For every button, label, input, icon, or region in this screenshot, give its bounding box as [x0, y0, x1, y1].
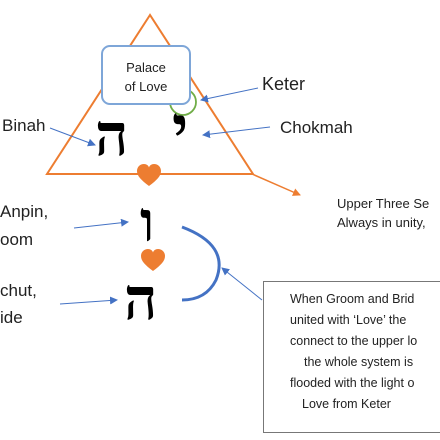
union-note-box: When Groom and Brid united with ‘Love’ t…: [263, 281, 440, 433]
keter-arrow: [200, 87, 259, 103]
heart-upper: [137, 164, 161, 186]
letter-he-upper: ה: [95, 101, 129, 169]
note-line-5: flooded with the light o: [290, 376, 415, 390]
chokmah-label: Chokmah: [280, 118, 353, 137]
upper-three-arrow: [251, 173, 301, 196]
zeir-anpin-label-line1: Anpin,: [0, 202, 49, 221]
zeir-anpin-label-line2: oom: [0, 230, 34, 249]
malchut-arrow: [59, 296, 118, 305]
note-line-3: connect to the upper lo: [290, 334, 418, 348]
note-line-6: Love from Keter: [302, 397, 391, 411]
palace-label-line2: of Love: [124, 79, 168, 94]
binah-label: Binah: [2, 116, 46, 135]
palace-of-love-box: Palace of Love: [101, 45, 191, 105]
union-arc: [181, 225, 221, 302]
malchut-label-line1: chut,: [0, 281, 37, 300]
note-line-2: united with ‘Love’ the: [290, 313, 407, 327]
heart-lower: [141, 249, 165, 271]
upper-three-label-line2: Always in unity,: [337, 215, 426, 230]
note-line-1: When Groom and Brid: [290, 292, 415, 306]
palace-label-line1: Palace: [126, 60, 166, 75]
keter-label: Keter: [262, 74, 306, 94]
letter-yod: י: [172, 92, 189, 165]
upper-three-label-line1: Upper Three Se: [337, 196, 430, 211]
note-line-4: the whole system is: [304, 355, 414, 369]
letter-he-lower: ה: [124, 265, 158, 333]
malchut-label-line2: ide: [0, 308, 23, 327]
chokmah-arrow: [202, 126, 271, 139]
letter-vav: ו: [140, 189, 155, 255]
note-arrow: [221, 267, 263, 301]
zeir-anpin-arrow: [73, 218, 129, 229]
binah-arrow: [49, 127, 96, 147]
